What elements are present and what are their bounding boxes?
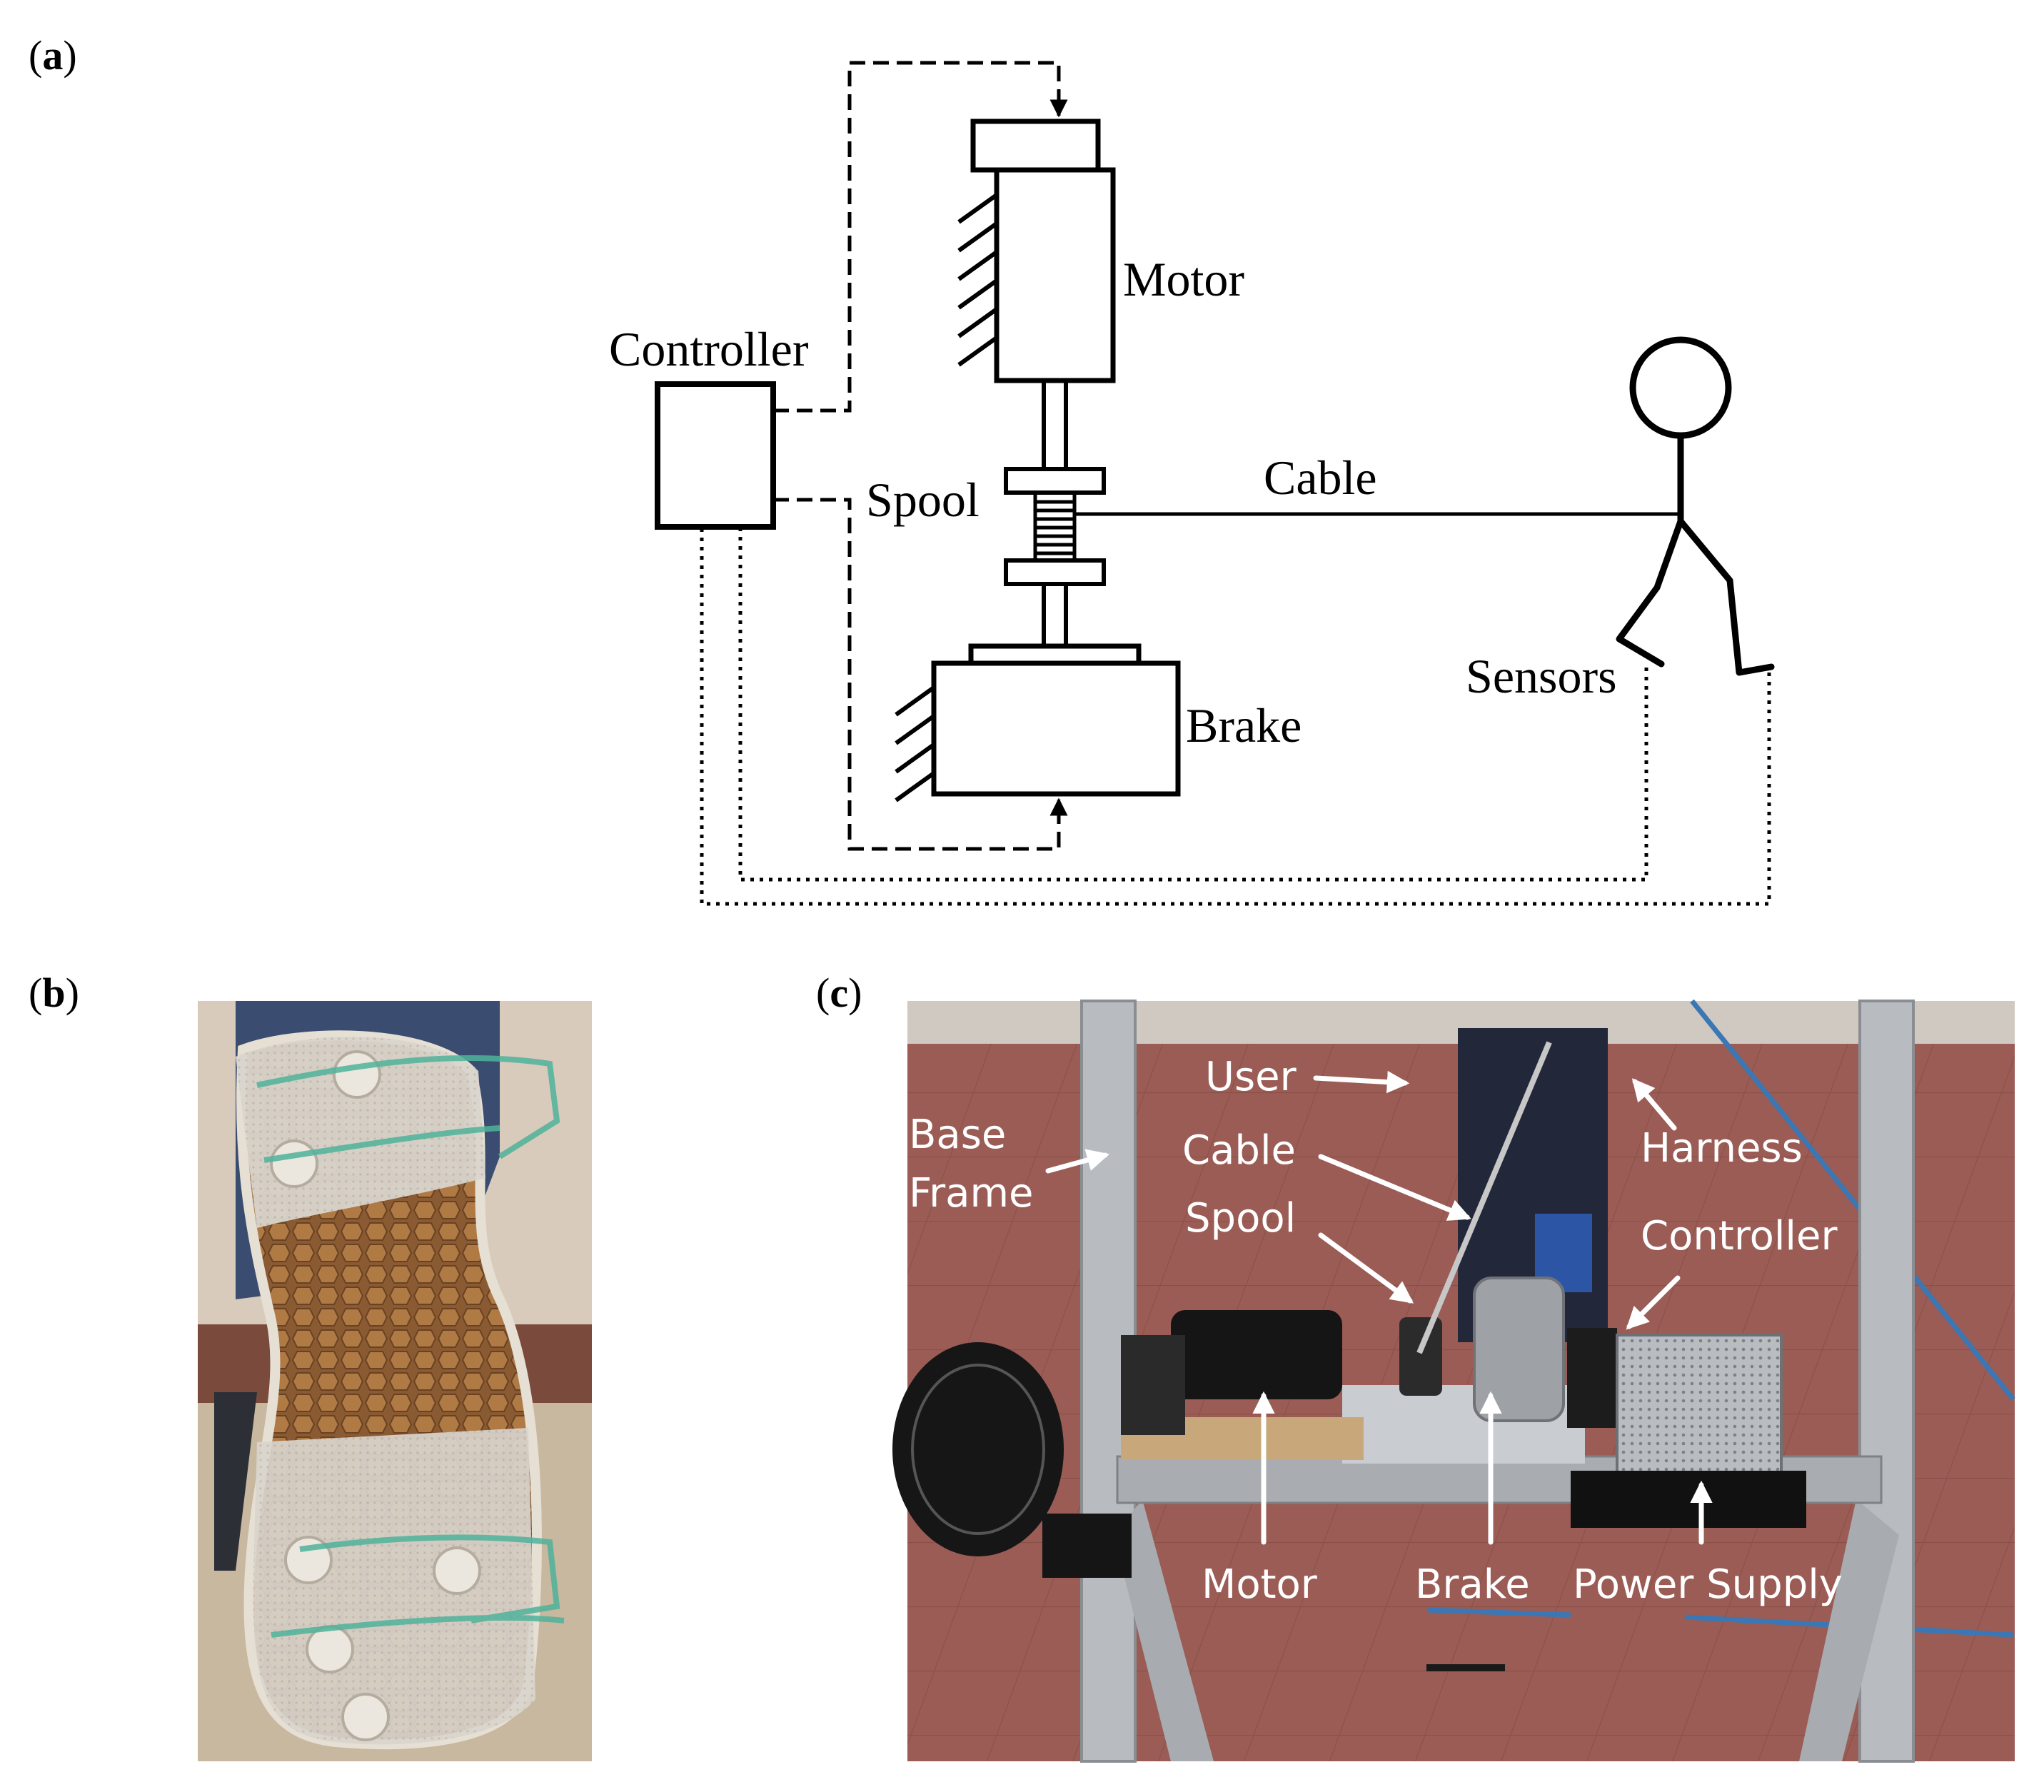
- base-frame-label-line1: Base: [909, 1112, 1006, 1158]
- fan: [892, 1342, 1064, 1556]
- brake-label: Brake: [1186, 698, 1302, 752]
- base-frame-label-line2: Frame: [909, 1170, 1033, 1217]
- sensor-lines-dotted: [700, 527, 1771, 906]
- spool-coil: [1033, 493, 1077, 560]
- brake-plate: [968, 643, 1142, 666]
- sensor-toe-2: [433, 1546, 481, 1595]
- sensor-wires: [256, 1054, 565, 1638]
- cable-label-photo: Cable: [1182, 1127, 1296, 1174]
- brake-block: [895, 643, 1181, 802]
- controller-to-brake-line: [773, 498, 1068, 851]
- motor-label: Motor: [1123, 252, 1244, 306]
- panel-c: (c): [816, 970, 2015, 1763]
- cable-in-photo: [1416, 1041, 1552, 1354]
- controller-arrow: [1626, 1275, 1681, 1330]
- panel-a: (a) Motor: [29, 32, 1775, 906]
- motor-block: [957, 119, 1116, 383]
- brake-in-photo: [1473, 1277, 1565, 1422]
- motor-driver-board: [1121, 1335, 1185, 1435]
- controller-label-photo: Controller: [1641, 1213, 1838, 1259]
- shaft-and-spool: [1004, 381, 1106, 646]
- controller-box: [655, 381, 776, 530]
- user-arrow: [1313, 1070, 1410, 1094]
- controller-to-motor-line: [773, 61, 1068, 413]
- motor-cap: [970, 119, 1101, 173]
- controller-box-in-photo: [1567, 1328, 1617, 1428]
- cable-line: Cable: [1074, 450, 1678, 516]
- harness-arrow: [1631, 1078, 1677, 1131]
- sensors-label: Sensors: [1466, 649, 1617, 703]
- cable-label: Cable: [1264, 450, 1377, 505]
- motor-ground-hatch: [957, 193, 998, 367]
- base-frame-arrow: [1045, 1149, 1110, 1174]
- panel-a-letter: (a): [29, 32, 77, 79]
- shoe-photo: [198, 1001, 592, 1761]
- motor-body: [994, 167, 1116, 383]
- motor-label-photo: Motor: [1202, 1561, 1318, 1608]
- power-supply-label: Power Supply: [1573, 1561, 1843, 1608]
- frame-leg-left: [1114, 1499, 1214, 1761]
- panel-c-letter: (c): [816, 970, 862, 1016]
- motor-in-photo: [1171, 1310, 1342, 1399]
- brake-body: [931, 660, 1181, 797]
- user-head: [1629, 336, 1732, 439]
- sensor-toe-3: [306, 1625, 354, 1673]
- cable-arrow: [1318, 1154, 1471, 1221]
- spool-label: Spool: [866, 473, 980, 527]
- spool-top-flange: [1004, 467, 1106, 495]
- user-rear-leg: [1616, 518, 1684, 668]
- user-label: User: [1205, 1054, 1297, 1100]
- frame-leg-right: [1799, 1499, 1899, 1761]
- harness-label: Harness: [1641, 1125, 1803, 1172]
- spool-bottom-flange: [1004, 558, 1106, 586]
- panel-b: (b): [29, 970, 592, 1761]
- brake-ground-hatch: [895, 685, 935, 802]
- spool-arrow: [1318, 1232, 1414, 1304]
- sensor-heel-2: [270, 1139, 318, 1188]
- controller-label: Controller: [609, 322, 809, 376]
- force-sensors: [270, 1050, 481, 1741]
- user-front-leg: [1677, 518, 1775, 676]
- sensor-toe-4: [341, 1693, 390, 1741]
- spool-label-photo: Spool: [1185, 1195, 1296, 1242]
- sensor-heel-1: [333, 1050, 381, 1099]
- brake-label-photo: Brake: [1415, 1561, 1530, 1608]
- black-clamp: [1042, 1514, 1132, 1578]
- black-tray: [1571, 1471, 1806, 1528]
- photo-callouts: [1045, 1070, 1713, 1545]
- panel-b-letter: (b): [29, 970, 79, 1016]
- device-photo: [892, 999, 2015, 1763]
- photo-labels: User Base Frame Cable Spool Harness Cont…: [909, 1054, 1843, 1608]
- front-sensor-line: [700, 527, 1771, 906]
- power-supply-in-photo: [1616, 1334, 1783, 1490]
- controller-block: Controller: [609, 322, 809, 530]
- command-lines-dashed: [773, 61, 1068, 851]
- toe-tape: [253, 1428, 535, 1745]
- stick-figure-user: [1616, 336, 1775, 676]
- spool-in-photo: [1399, 1317, 1442, 1396]
- shoe-upper: [214, 1392, 257, 1571]
- fan-grille: [911, 1364, 1045, 1535]
